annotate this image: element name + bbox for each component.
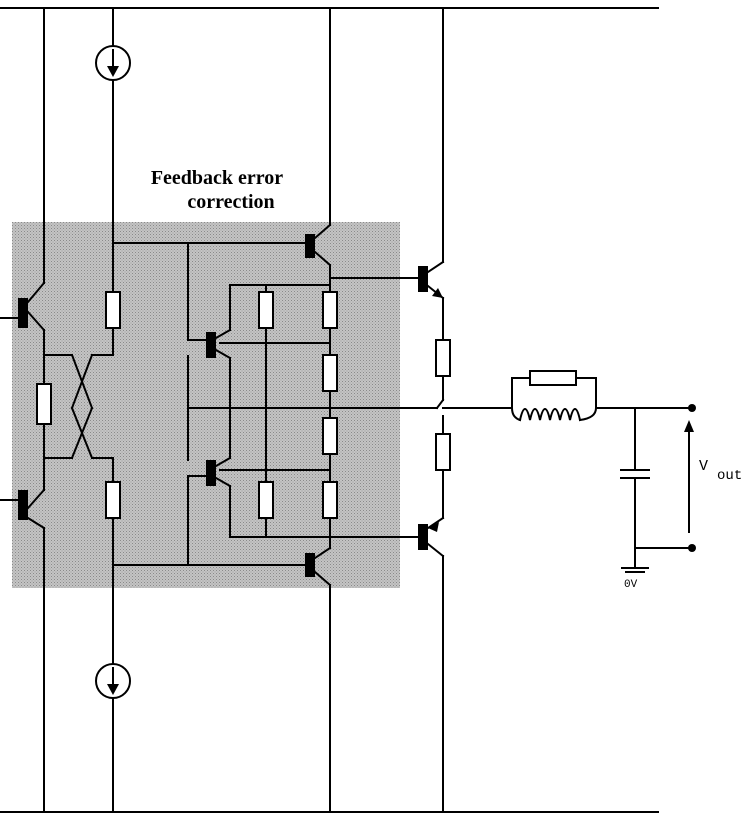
feedback-correction-region xyxy=(12,222,400,588)
output-transistor-bottom-emitter-arrow xyxy=(428,522,439,532)
resistor-sense-bottom xyxy=(258,481,274,519)
resistor-load-bottom xyxy=(105,481,121,519)
resistor-load-top xyxy=(105,291,121,329)
vout-arrow xyxy=(684,420,694,533)
driver-chain-wiring xyxy=(313,7,419,813)
output-transistor-top-emitter-arrow xyxy=(432,288,443,298)
resistor-emitter-top xyxy=(435,339,451,377)
block-title-line2: correction xyxy=(187,191,274,213)
output-capacitor xyxy=(620,407,693,573)
output-terminal-bottom xyxy=(688,544,696,552)
vout-label-main: V xyxy=(699,458,708,475)
input-transistor-top xyxy=(18,298,28,328)
vout-label: V out xyxy=(699,458,742,484)
vas-transistor-bottom xyxy=(206,460,216,486)
output-stage-wiring xyxy=(399,7,513,813)
block-title-line1: Feedback error xyxy=(151,167,283,189)
input-transistor-bottom xyxy=(18,490,28,520)
output-transistor-top xyxy=(418,266,428,292)
resistor-chain-4 xyxy=(322,481,338,519)
current-source-top xyxy=(95,45,131,81)
resistor-chain-1 xyxy=(322,291,338,329)
ground-label: 0V xyxy=(624,579,638,591)
driver-transistor-bottom xyxy=(305,553,315,577)
resistor-chain-3 xyxy=(322,417,338,455)
vout-label-sub: out xyxy=(717,468,742,484)
current-source-bottom xyxy=(95,663,131,699)
output-transistor-bottom xyxy=(418,524,428,550)
output-inductor xyxy=(510,370,693,422)
feedback-bus-wiring xyxy=(112,242,401,566)
resistor-emitter xyxy=(36,383,52,425)
resistor-chain-2 xyxy=(322,354,338,392)
resistor-sense-top xyxy=(258,291,274,329)
driver-transistor-top xyxy=(305,234,315,258)
output-terminal-top xyxy=(688,404,696,412)
vas-transistor-top xyxy=(206,332,216,358)
input-stage-wiring xyxy=(0,7,114,813)
resistor-emitter-bottom xyxy=(435,433,451,471)
